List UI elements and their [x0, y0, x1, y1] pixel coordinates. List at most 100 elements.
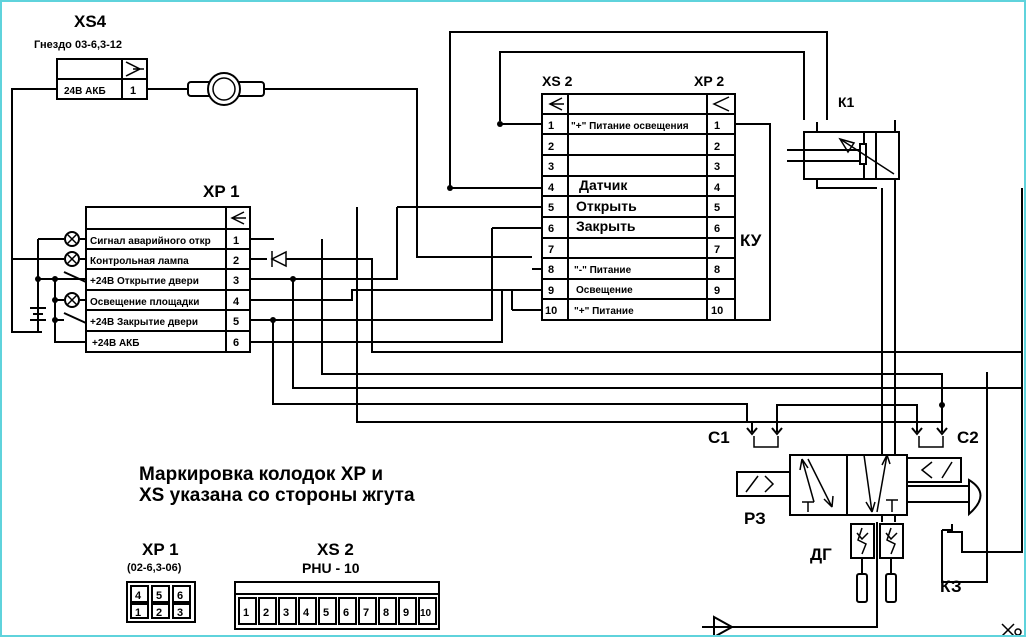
k1-label: К1 [838, 94, 855, 110]
xs2-title: XS 2 [542, 73, 573, 89]
pin-label: 7 [363, 607, 369, 619]
xp1-row-num: 4 [233, 296, 240, 308]
pin-label: 10 [420, 608, 432, 619]
valve-rz: РЗ [736, 454, 982, 528]
pin-label: 8 [383, 607, 389, 619]
ku-label: КУ [740, 231, 762, 250]
xp2-row-num: 8 [714, 264, 720, 276]
plug-arrow-icon [230, 211, 246, 225]
pin-label: 1 [243, 607, 249, 619]
bottom-xp1-title: XP 1 [142, 540, 179, 559]
xp2-row-num: 3 [714, 161, 720, 173]
c2-element: С2 [911, 422, 979, 448]
xp1-connector: XP 1 Сигнал аварийного откр 1 Контрольна… [85, 182, 251, 353]
dg-label: ДГ [810, 545, 832, 564]
xp1-row-label: Освещение площадки [90, 297, 199, 308]
xs2-row-num: 10 [545, 305, 557, 317]
xs2-row-num: 2 [548, 141, 554, 153]
xp1-row-num: 5 [233, 316, 239, 328]
note: Маркировка колодок ХР и XS указана со ст… [139, 464, 415, 506]
pin-box [258, 597, 277, 625]
xs4-pin-number: 1 [130, 85, 136, 97]
pin-box [398, 597, 417, 625]
pin-label: 3 [177, 607, 183, 619]
bottom-xs2-title: XS 2 [317, 540, 354, 559]
pin-box [378, 597, 397, 625]
xs4-subtitle: Гнездо 03-6,3-12 [34, 39, 122, 51]
switch-icon [63, 312, 87, 324]
xp1-row-num: 3 [233, 275, 239, 287]
tools-icon [1001, 623, 1022, 635]
xs2-row-label: Открыть [576, 198, 637, 214]
pin-label: 4 [135, 590, 142, 602]
kz-label: КЗ [940, 577, 962, 596]
pin-box [358, 597, 377, 625]
pin-box [318, 597, 337, 625]
xp1-row-label: +24В Открытие двери [90, 276, 199, 287]
flow-triangle-icon [713, 615, 735, 635]
kz-element: КЗ [940, 524, 962, 596]
xp1-row-num: 1 [233, 235, 239, 247]
rz-label: РЗ [744, 509, 766, 528]
xs2-row-num: 6 [548, 223, 554, 235]
xs2-row-label: "-" Питание [574, 265, 632, 276]
note-line-2: XS указана со стороны жгута [139, 485, 415, 506]
pin-label: 2 [263, 607, 269, 619]
c1-element: С1 [708, 422, 783, 448]
bottom-xp1-pinout: XP 1 (02-6,3-06) 4 5 6 1 2 3 [126, 540, 196, 623]
k1-cylinder: К1 [787, 94, 900, 180]
xp2-row-num: 10 [711, 305, 723, 317]
xs2-row-num: 3 [548, 161, 554, 173]
plug-arrow-icon [548, 97, 564, 111]
xs4-title: XS4 [74, 12, 107, 31]
xs2-xp2-connector: XS 2 XP 2 КУ 1 "+" Питание освещения 1 2… [541, 73, 762, 321]
pin-label: 6 [177, 590, 183, 602]
xs2-row-label: Закрыть [576, 218, 636, 234]
switch-icon [63, 271, 87, 283]
pin-label: 5 [156, 590, 162, 602]
c1-label: С1 [708, 428, 730, 447]
xp2-row-num: 5 [714, 202, 720, 214]
xp2-row-num: 2 [714, 141, 720, 153]
xs2-rows: 1 "+" Питание освещения 1 2 2 3 3 4 Датч… [545, 120, 723, 317]
xp1-title: XP 1 [203, 182, 240, 201]
pin-box [298, 597, 317, 625]
c2-label: С2 [957, 428, 979, 447]
pin-box [418, 597, 437, 625]
battery-icon [30, 307, 46, 332]
bottom-xs2-subtitle: PHU - 10 [302, 560, 360, 576]
xs2-row-num: 1 [548, 120, 554, 132]
xs2-row-label: "+" Питание освещения [571, 121, 689, 132]
lamps-and-switches [12, 231, 87, 343]
xp2-title: XP 2 [694, 73, 724, 89]
dg-throttles: ДГ [810, 523, 904, 603]
xs2-row-num: 9 [548, 285, 554, 297]
xs2-row-label: Освещение [576, 285, 633, 296]
lamp-icon [64, 231, 80, 247]
socket-icon [712, 96, 730, 112]
pin-label: 2 [156, 607, 162, 619]
xp2-row-num: 4 [714, 182, 721, 194]
xs2-row-num: 8 [548, 264, 554, 276]
xp1-row-label: Контрольная лампа [90, 256, 189, 267]
xs2-row-label: Датчик [579, 177, 628, 193]
xs2-row-num: 4 [548, 182, 555, 194]
lamp-icon [64, 251, 80, 267]
xp1-row-num: 6 [233, 337, 239, 349]
lamp-icon [64, 292, 80, 308]
pin-label: 4 [303, 607, 310, 619]
pin-box [238, 597, 257, 625]
wires [11, 31, 1023, 628]
xp2-row-num: 9 [714, 285, 720, 297]
bottom-xp1-subtitle: (02-6,3-06) [127, 562, 182, 574]
pin-label: 1 [135, 607, 141, 619]
pin-label: 5 [323, 607, 329, 619]
xs2-row-label: "+" Питание [574, 306, 634, 317]
xs2-row-num: 5 [548, 202, 554, 214]
socket-icon [125, 61, 144, 77]
xp2-row-num: 6 [714, 223, 720, 235]
xp1-row-label: +24В АКБ [92, 338, 139, 349]
xs4-connector: XS4 Гнездо 03-6,3-12 24В АКБ 1 [34, 12, 148, 100]
